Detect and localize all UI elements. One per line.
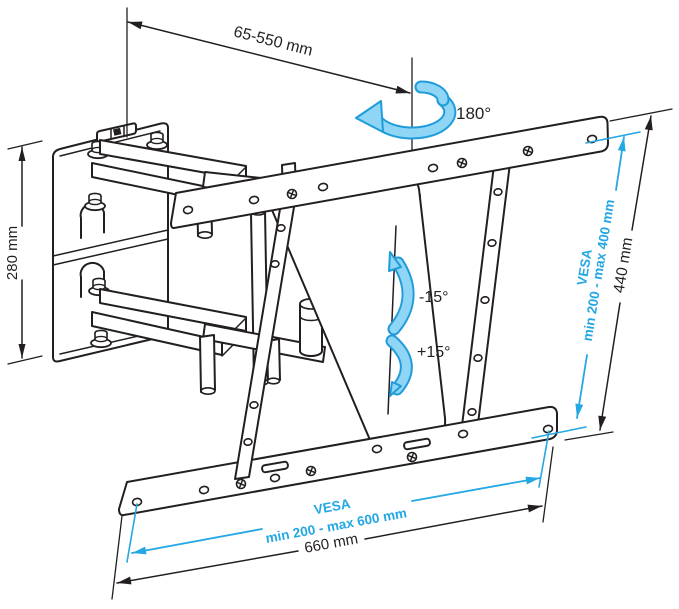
swivel-angle-label: 180° — [456, 104, 491, 123]
tilt-up-arrow-icon — [387, 251, 415, 336]
plate-height-label: 280 mm — [4, 226, 21, 280]
tilt-down-arrow-icon — [385, 334, 413, 397]
rotation-arrow-icon — [355, 80, 457, 140]
tilt-down-label: +15° — [417, 344, 451, 361]
tilt-up-label: -15° — [419, 289, 449, 306]
screw-icon — [235, 451, 418, 490]
vesa-vertical-brand-label: VESA — [574, 248, 595, 287]
dim-extension-range: 65-550 mm — [126, 7, 413, 151]
extension-range-label: 65-550 mm — [232, 24, 315, 60]
dim-swivel: 180° — [355, 80, 491, 140]
screw-icon — [286, 145, 534, 200]
vesa-horizontal-brand-label: VESA — [313, 496, 352, 517]
vesa-column — [271, 180, 447, 460]
dim-plate-height: 280 mm — [4, 140, 43, 365]
tv-frame-right-rail — [459, 162, 511, 443]
frame-height-label: 440 mm — [611, 236, 637, 294]
tv-frame-bottom-rail — [118, 405, 558, 517]
level-slot — [96, 122, 137, 143]
tv-frame-top-rail — [170, 115, 609, 230]
dim-tilt: -15° +15° — [385, 251, 451, 397]
